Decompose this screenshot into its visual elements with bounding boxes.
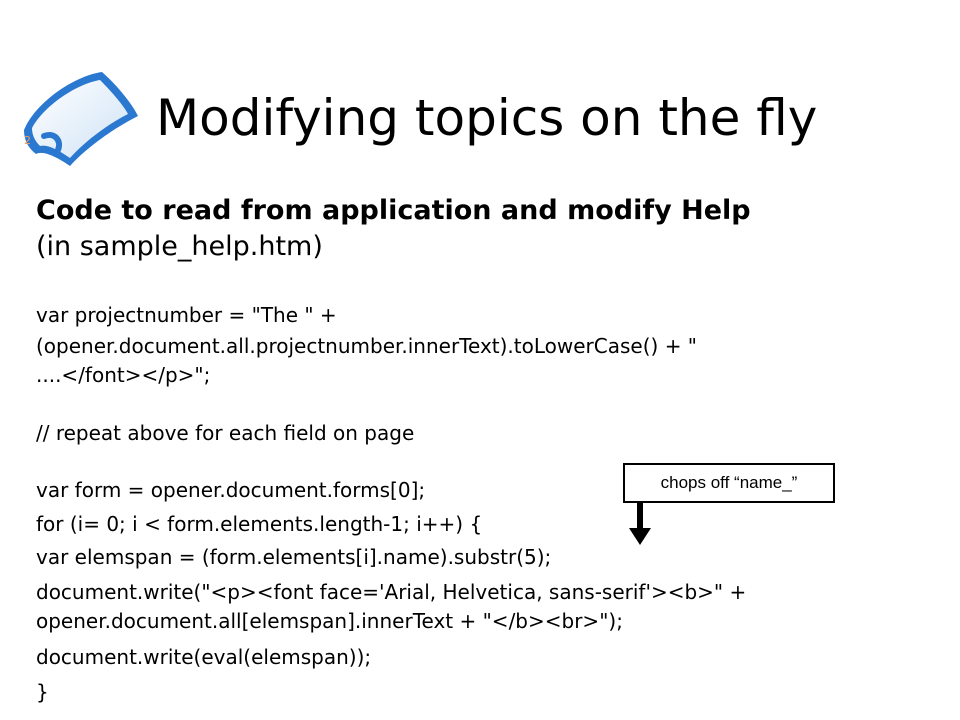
code-line-3: ....</font></p>"; xyxy=(36,363,211,387)
code-line-10: } xyxy=(36,680,49,704)
code-line-1: var projectnumber = "The " + xyxy=(36,303,337,327)
slide-number: 2 xyxy=(24,134,31,147)
code-line-7: var elemspan = (form.elements[i].name).s… xyxy=(36,545,552,569)
code-comment: // repeat above for each field on page xyxy=(36,421,415,445)
help-page-logo-icon xyxy=(24,72,138,166)
heading-bold-text: Code to read from application and modify… xyxy=(36,195,751,226)
callout-text: chops off “name_” xyxy=(660,473,798,492)
code-line-8a: document.write("<p><font face='Arial, He… xyxy=(36,580,747,604)
heading-normal-text: (in sample_help.htm) xyxy=(36,231,323,262)
down-arrow-icon xyxy=(629,502,651,545)
section-heading: Code to read from application and modify… xyxy=(36,193,751,265)
code-line-2: (opener.document.all.projectnumber.inner… xyxy=(36,334,698,358)
code-line-9: document.write(eval(elemspan)); xyxy=(36,645,372,669)
code-line-5: var form = opener.document.forms[0]; xyxy=(36,478,426,502)
code-line-6: for (i= 0; i < form.elements.length-1; i… xyxy=(36,512,483,536)
code-line-8b: opener.document.all[elemspan].innerText … xyxy=(36,609,623,633)
slide-title: Modifying topics on the fly xyxy=(156,89,818,147)
callout-box: chops off “name_” xyxy=(623,463,835,503)
